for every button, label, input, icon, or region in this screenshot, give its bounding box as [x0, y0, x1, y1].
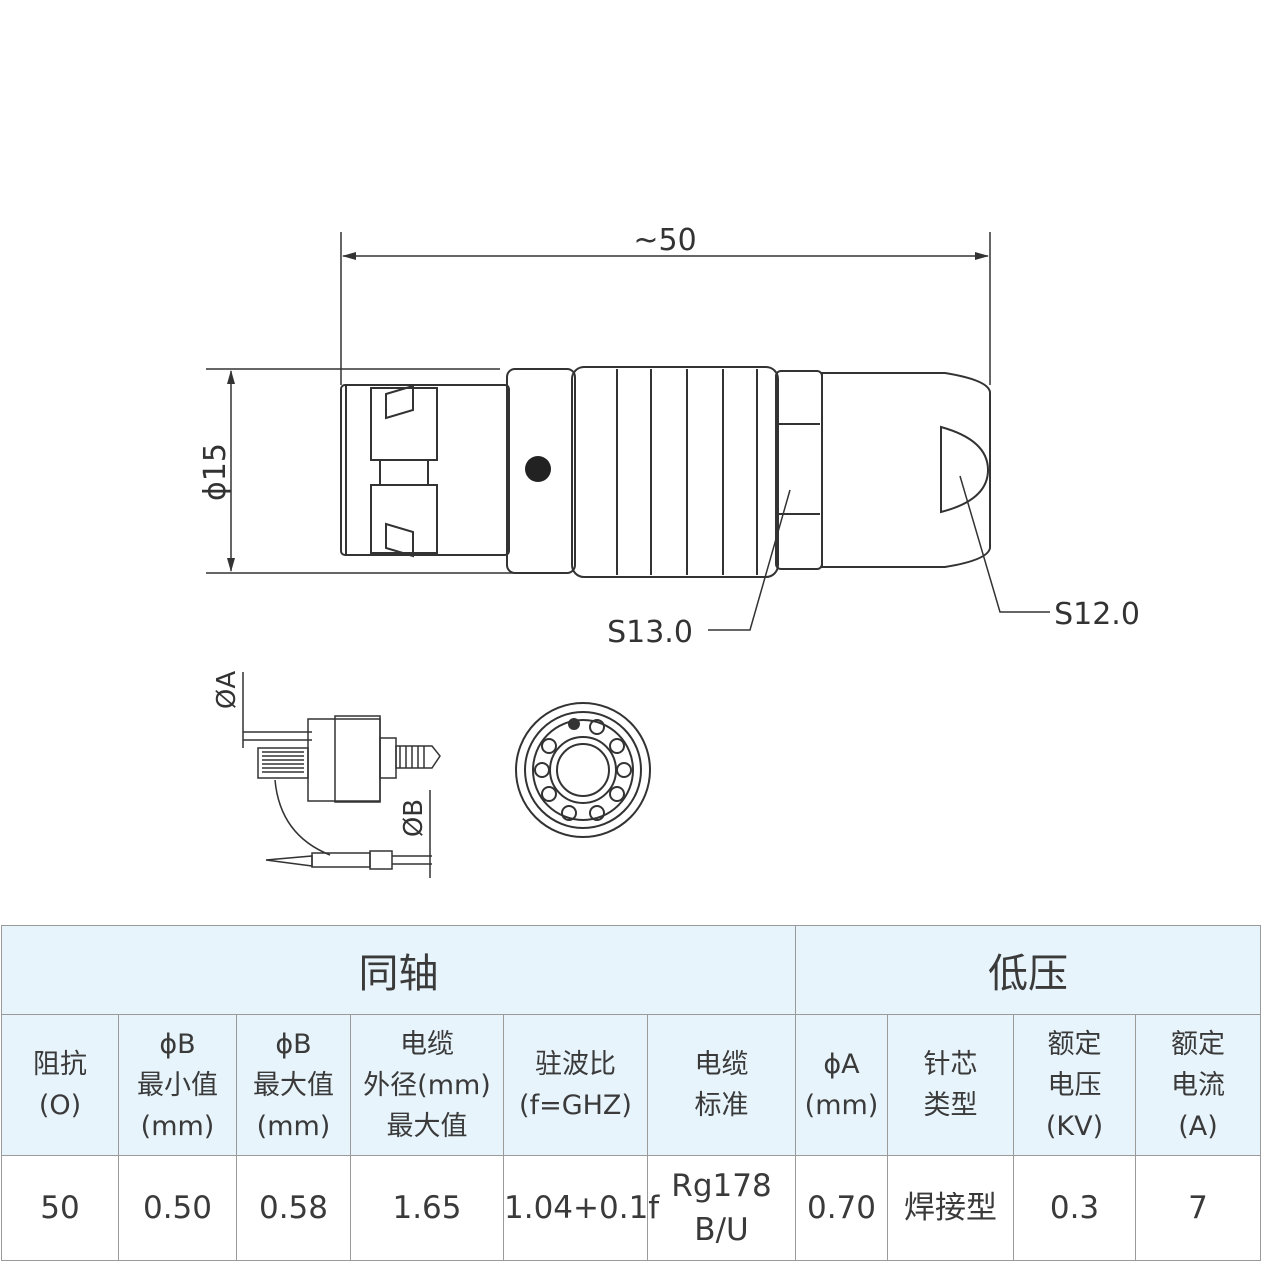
length-label: ~50 [633, 223, 696, 258]
column-header-line: ϕB [159, 1028, 196, 1060]
column-header-1: ϕB 最小值 (mm) [118, 1014, 237, 1156]
column-header-0: 阻抗 (O) [1, 1014, 119, 1156]
group-header-low-voltage: 低压 [795, 925, 1261, 1015]
column-header-line: (KV) [1045, 1110, 1104, 1142]
table-cell-line: 50 [40, 1190, 80, 1226]
contact-detail-view [242, 672, 441, 878]
table-cell-7: 焊接型 [887, 1155, 1014, 1261]
table-cell-9: 7 [1135, 1155, 1261, 1261]
table-cell-line: 焊接型 [904, 1190, 997, 1226]
column-header-9: 额定电流 (A) [1135, 1014, 1261, 1156]
column-header-2: ϕB 最大值 (mm) [236, 1014, 351, 1156]
column-header-line: 外径(mm) [363, 1069, 491, 1101]
column-header-line: (A) [1178, 1110, 1218, 1142]
table-cell-4: 1.04+0.1f [503, 1155, 660, 1261]
column-header-6: ϕA (mm) [795, 1014, 888, 1156]
phi-a-label: ØA [212, 671, 242, 709]
hex-size-label: S13.0 [607, 615, 693, 650]
column-header-line: ϕB [275, 1028, 312, 1060]
nut-leader [959, 475, 1050, 613]
table-cell-1: 0.50 [118, 1155, 237, 1261]
column-header-line: 阻抗 [33, 1049, 87, 1080]
column-header-4: 驻波比 (f=GHZ) [503, 1014, 648, 1156]
column-header-line: 电缆 [400, 1028, 454, 1060]
diameter-label: ϕ15 [198, 443, 233, 501]
column-header-3: 电缆外径(mm) 最大值 [350, 1014, 504, 1156]
column-header-line: 标准 [694, 1090, 749, 1121]
table-cell-line: 0.3 [1049, 1190, 1100, 1226]
table-cell-line: 1.65 [392, 1190, 462, 1226]
connector-technical-drawing: ~50 ϕ15 S13.0 S12.0 ØA ØB [198, 223, 1140, 878]
hex-leader [708, 489, 791, 631]
column-header-line: 电压 [1047, 1069, 1102, 1101]
column-header-line: ϕA [823, 1049, 860, 1080]
spec-table: 同轴 低压 阻抗 (O) ϕB 最小值 (mm) ϕB 最大值 (mm) 电缆外径(mm) 最大值… [1, 925, 1261, 1261]
group-header-row: 同轴 低压 [1, 925, 1261, 1015]
column-header-line: 针芯 [923, 1049, 978, 1080]
table-cell-line: 0.58 [258, 1190, 329, 1226]
column-header-line: 电流 [1171, 1069, 1225, 1101]
group-header-coax: 同轴 [1, 925, 796, 1015]
column-header-line: 额定 [1047, 1028, 1102, 1060]
table-cell-line: 0.50 [142, 1190, 213, 1226]
column-header-line: 电缆 [694, 1049, 749, 1080]
table-cell-line: B/U [694, 1212, 749, 1248]
column-header-line: (f=GHZ) [519, 1090, 632, 1121]
column-header-line: 最大值 [386, 1110, 468, 1142]
table-cell-6: 0.70 [795, 1155, 888, 1261]
table-cell-0: 50 [1, 1155, 119, 1261]
table-cell-line: Rg178 [671, 1168, 772, 1204]
length-dimension [340, 232, 991, 385]
column-header-8: 额定电压 (KV) [1013, 1014, 1136, 1156]
connector-side-view [340, 366, 991, 578]
column-header-line: 额定 [1171, 1028, 1225, 1060]
column-header-line: (mm) [804, 1090, 879, 1121]
column-header-line: 最小值 [137, 1069, 218, 1101]
phi-b-label: ØB [399, 799, 429, 837]
column-header-line: (mm) [140, 1110, 215, 1142]
nut-size-label: S12.0 [1054, 597, 1140, 632]
table-cell-2: 0.58 [236, 1155, 351, 1261]
table-cell-line: 1.04+0.1f [504, 1190, 660, 1226]
column-header-5: 电缆标准 [647, 1014, 796, 1156]
column-header-row: 阻抗 (O) ϕB 最小值 (mm) ϕB 最大值 (mm) 电缆外径(mm) 最大值 驻波比 (f=… [1, 1014, 1261, 1156]
table-cell-3: 1.65 [350, 1155, 504, 1261]
column-header-line: (mm) [256, 1110, 331, 1142]
column-header-line: 最大值 [253, 1069, 334, 1101]
column-header-7: 针芯类型 [887, 1014, 1014, 1156]
table-cell-line: 0.70 [806, 1190, 877, 1226]
connector-front-view [515, 702, 651, 838]
table-cell-line: 7 [1188, 1190, 1208, 1226]
locator-dot [525, 456, 551, 482]
table-cell-8: 0.3 [1013, 1155, 1136, 1261]
column-header-line: (O) [38, 1090, 82, 1121]
diameter-dimension [206, 368, 520, 574]
column-header-line: 类型 [923, 1090, 978, 1121]
column-header-line: 驻波比 [535, 1049, 616, 1080]
